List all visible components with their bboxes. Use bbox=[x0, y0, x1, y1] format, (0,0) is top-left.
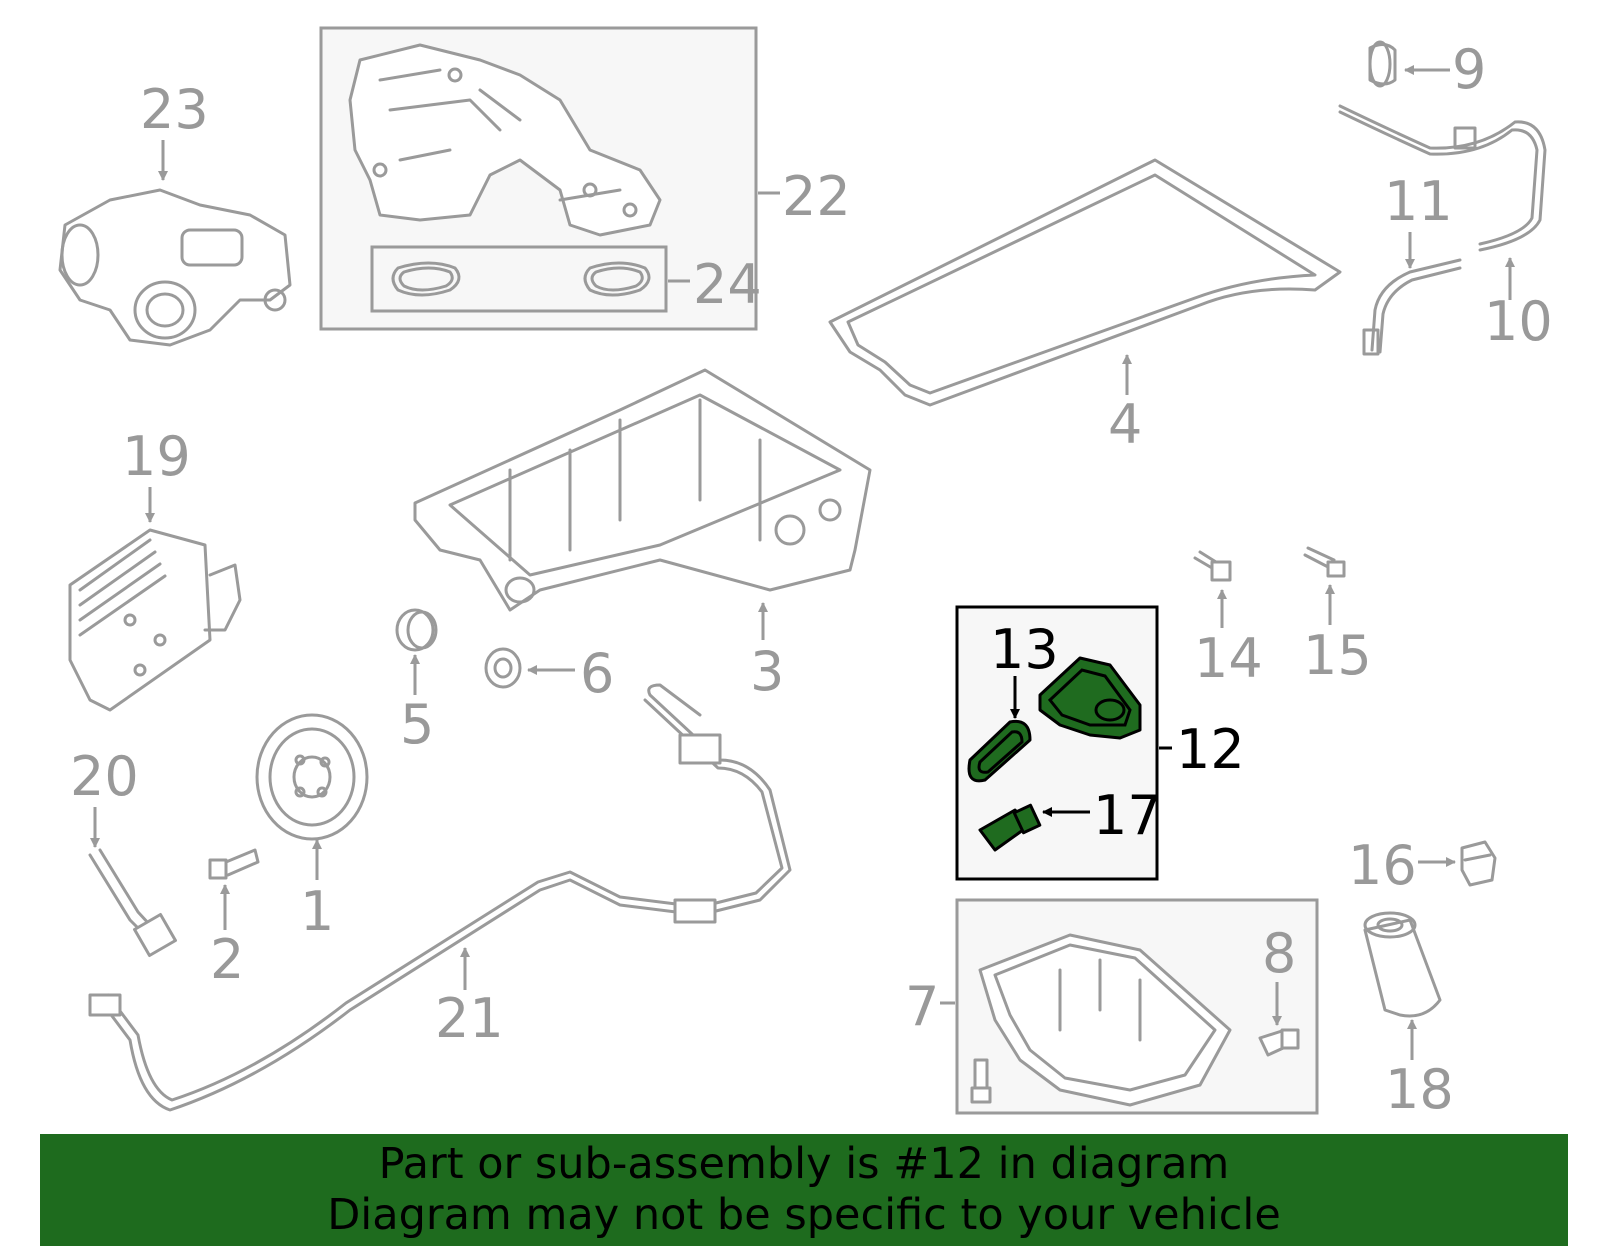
callout-23: 23 bbox=[140, 78, 209, 141]
callout-17: 17 bbox=[1093, 784, 1162, 847]
callout-5: 5 bbox=[400, 693, 434, 756]
callout-19: 19 bbox=[122, 425, 191, 488]
part-14-bolt[interactable]: 14 bbox=[1193, 550, 1263, 690]
intake-manifold-part bbox=[348, 43, 662, 237]
part-23-housing[interactable]: 23 bbox=[58, 78, 292, 347]
part-6-grommet[interactable]: 6 bbox=[484, 642, 614, 705]
callout-14: 14 bbox=[1194, 627, 1263, 690]
part-18-oil-filter[interactable]: 18 bbox=[1363, 911, 1454, 1121]
callout-3: 3 bbox=[750, 640, 784, 703]
callout-10: 10 bbox=[1484, 290, 1553, 353]
callout-15: 15 bbox=[1303, 624, 1372, 687]
gasket-set-24[interactable]: 24 bbox=[370, 245, 762, 316]
part-21-harness[interactable]: 21 bbox=[88, 683, 792, 1112]
callout-6: 6 bbox=[580, 642, 614, 705]
callout-7: 7 bbox=[905, 975, 939, 1038]
callout-16: 16 bbox=[1348, 834, 1417, 897]
part-7-box[interactable]: 7 bbox=[905, 898, 1319, 1115]
info-banner: Part or sub-assembly is #12 in diagram D… bbox=[40, 1134, 1568, 1246]
part-12-housing[interactable] bbox=[1038, 656, 1142, 740]
callout-11: 11 bbox=[1384, 170, 1453, 233]
part-17-sensor[interactable]: 17 bbox=[978, 784, 1162, 852]
callout-8: 8 bbox=[1262, 922, 1296, 985]
callout-2: 2 bbox=[210, 928, 244, 991]
part-8-bolt[interactable]: 8 bbox=[1258, 922, 1300, 1057]
part-1-pulley[interactable]: 1 bbox=[255, 713, 369, 943]
banner-line-2: Diagram may not be specific to your vehi… bbox=[327, 1190, 1281, 1240]
part-19-oil-cooler[interactable]: 19 bbox=[68, 425, 242, 712]
callout-24: 24 bbox=[693, 253, 762, 316]
callout-1: 1 bbox=[300, 880, 334, 943]
callout-9: 9 bbox=[1452, 38, 1486, 101]
part-13-gasket[interactable]: 13 bbox=[967, 618, 1059, 783]
part-2-bolt[interactable]: 2 bbox=[208, 848, 260, 991]
part-4-gasket[interactable]: 4 bbox=[828, 158, 1342, 456]
part-10-tube[interactable]: 10 bbox=[1338, 104, 1553, 353]
part-11-tube[interactable]: 11 bbox=[1362, 170, 1462, 356]
part-5-plug[interactable]: 5 bbox=[395, 608, 438, 756]
callout-4: 4 bbox=[1108, 393, 1142, 456]
part-15-stud[interactable]: 15 bbox=[1303, 546, 1372, 687]
part-9-cap[interactable]: 9 bbox=[1368, 38, 1486, 101]
callout-21: 21 bbox=[435, 987, 504, 1050]
part-3-oil-pan[interactable]: 3 bbox=[413, 368, 872, 703]
part-7-lower-pan bbox=[978, 933, 1232, 1107]
part-20-sensor[interactable]: 20 bbox=[70, 745, 177, 957]
callout-13: 13 bbox=[990, 618, 1059, 681]
banner-line-1: Part or sub-assembly is #12 in diagram bbox=[378, 1139, 1230, 1189]
part-16-plug[interactable]: 16 bbox=[1348, 834, 1497, 897]
callout-12: 12 bbox=[1176, 718, 1245, 781]
callout-20: 20 bbox=[70, 745, 139, 808]
callout-18: 18 bbox=[1385, 1058, 1454, 1121]
callout-22: 22 bbox=[782, 165, 851, 228]
